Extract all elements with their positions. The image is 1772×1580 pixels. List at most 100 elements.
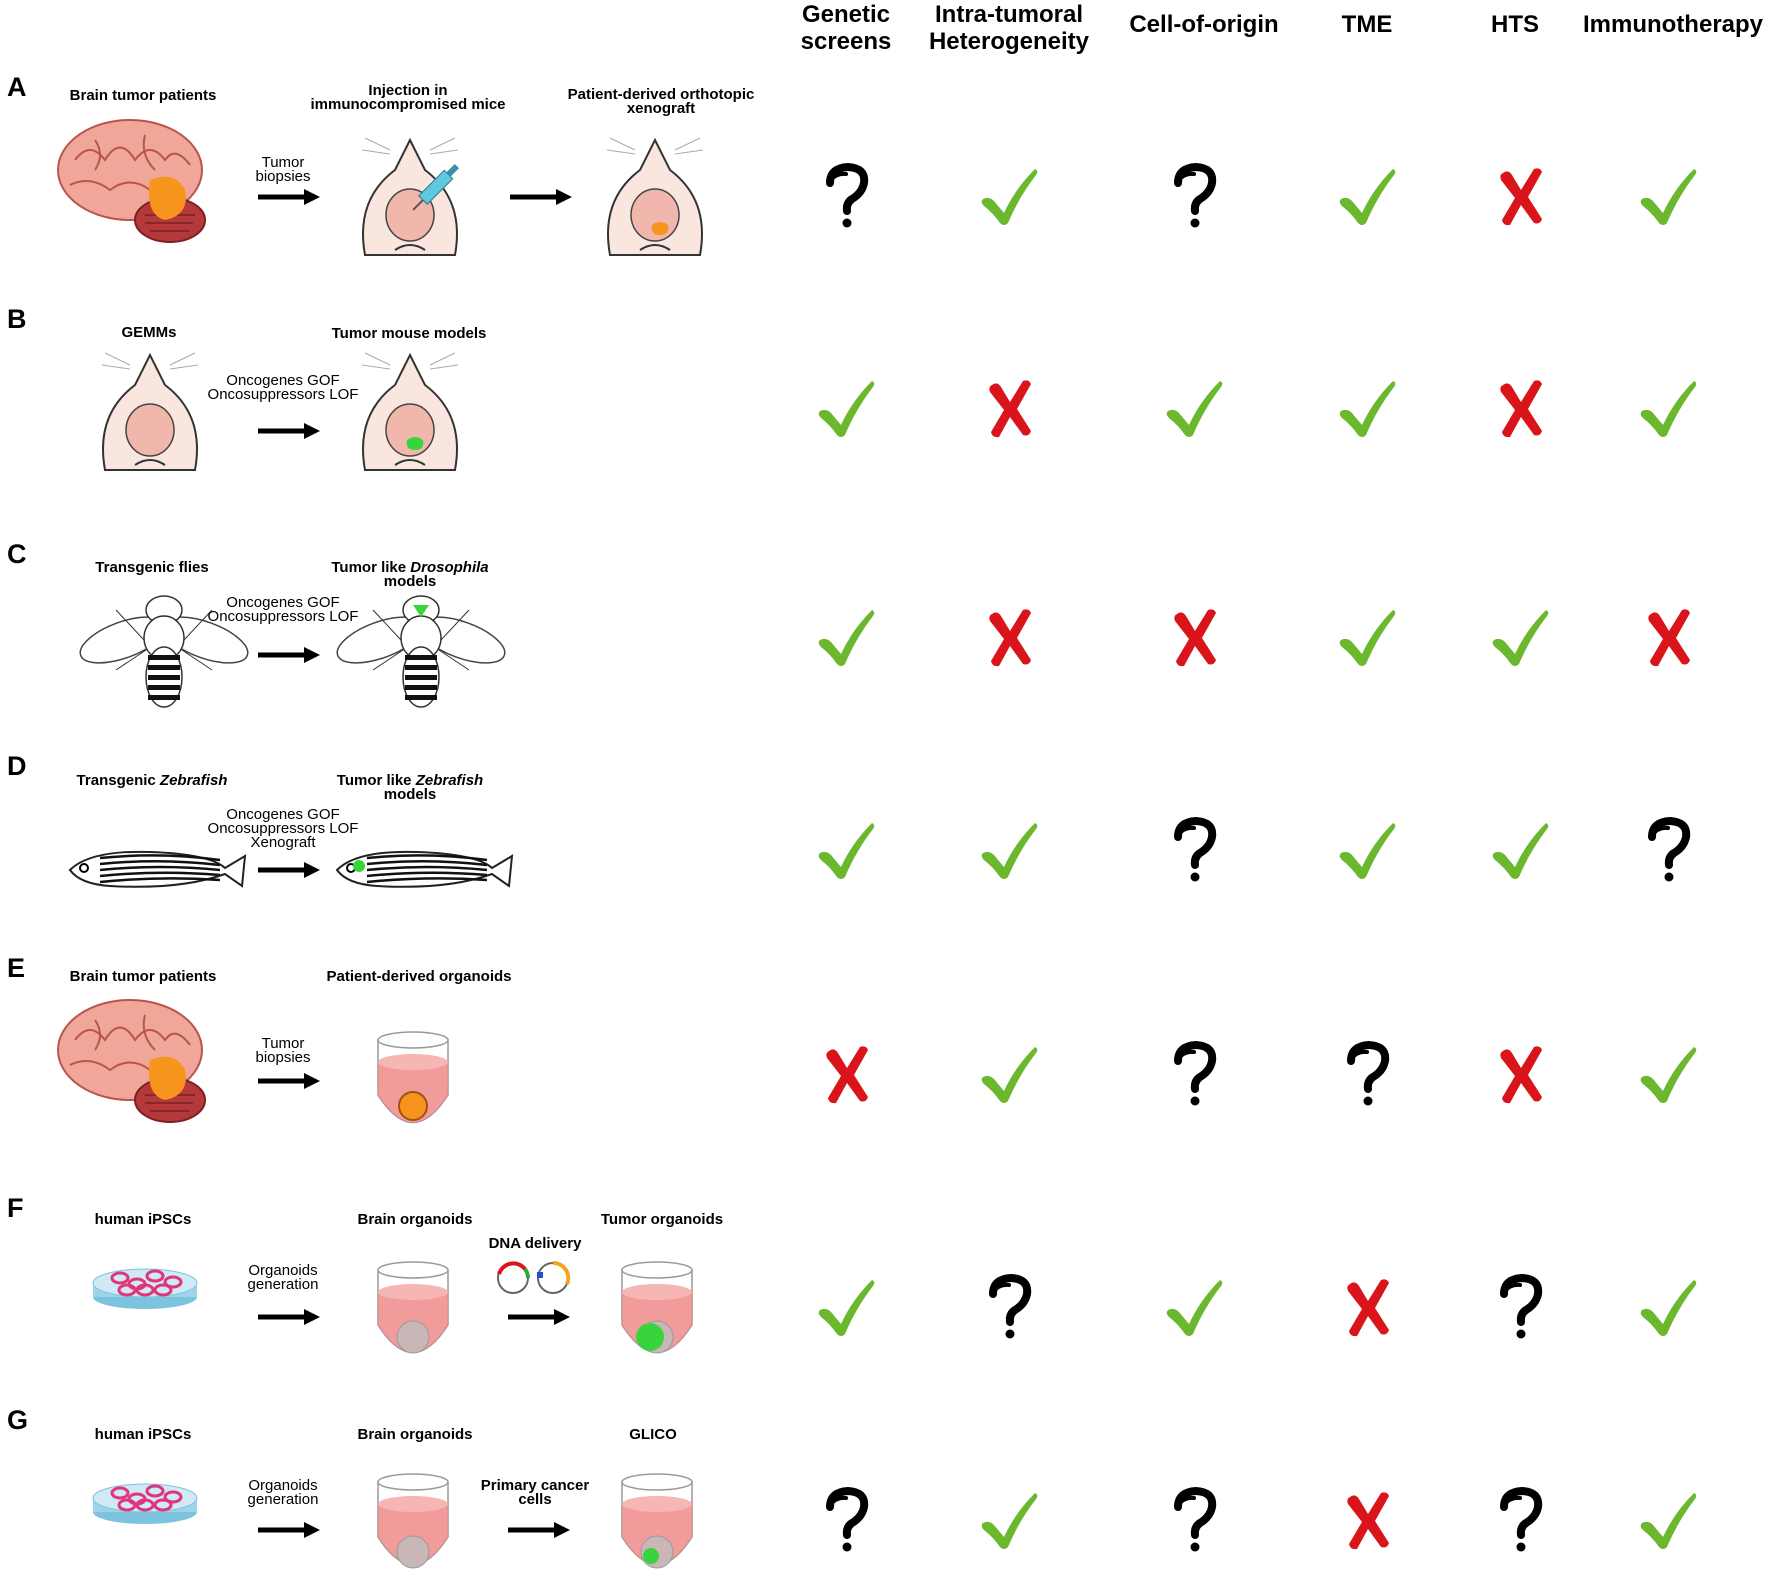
column-header-hts: HTS (1491, 11, 1539, 38)
cross-mark (1638, 604, 1698, 670)
organoid-tube-icon (377, 1261, 449, 1354)
check-mark (1337, 604, 1397, 670)
organoid-tube-icon (377, 1031, 449, 1124)
check-mark (1638, 375, 1698, 441)
check-mark (1490, 604, 1550, 670)
arrow-icon (508, 1522, 570, 1538)
brain-icon (57, 119, 206, 243)
row-letter-g: G (7, 1405, 29, 1435)
label-pdox: Patient-derived orthotopic xenograft (567, 86, 755, 117)
organoid-tube-icon (621, 1261, 693, 1354)
label-injection: Injection in immunocompromised mice (310, 82, 506, 113)
label-glico: GLICO (629, 1426, 677, 1443)
arrow-icon (258, 423, 320, 439)
arrow-label-gof-lof: Oncogenes GOF Oncosuppressors LOF (207, 372, 359, 403)
check-mark (1337, 163, 1397, 229)
row-letter-d: D (7, 751, 27, 781)
check-mark (816, 375, 876, 441)
label-tumor-like-drosophila: Tumor like Drosophila models (331, 559, 489, 590)
check-mark (1638, 1041, 1698, 1107)
arrow-label-gof-lof-xeno: Oncogenes GOF Oncosuppressors LOF Xenogr… (207, 806, 359, 851)
question-mark (1164, 816, 1224, 883)
question-mark (816, 1486, 876, 1553)
row-letter-b: B (7, 304, 27, 334)
organoid-tube-icon (621, 1473, 693, 1569)
check-mark (1337, 375, 1397, 441)
label-brain-organoids-g: Brain organoids (357, 1426, 473, 1443)
arrow-icon (258, 862, 320, 878)
zebrafish-icon (335, 850, 514, 888)
check-mark (979, 1487, 1039, 1553)
check-mark (816, 817, 876, 883)
arrow-label-primary-cancer-cells: Primary cancer cells (480, 1477, 590, 1508)
mouse-icon (101, 352, 199, 471)
arrow-label-tumor-biopsies: Tumor biopsies (255, 154, 311, 185)
label-human-ipscs-g: human iPSCs (94, 1426, 192, 1443)
arrow-label-gof-lof-c: Oncogenes GOF Oncosuppressors LOF (207, 594, 359, 625)
check-mark (1164, 375, 1224, 441)
question-mark (1337, 1040, 1397, 1107)
arrow-label-organoids-generation-f: Organoids generation (247, 1262, 319, 1293)
arrow-label-dna-delivery: DNA delivery (488, 1235, 582, 1252)
petri-dish-icon (92, 1483, 198, 1524)
check-mark (1337, 817, 1397, 883)
label-gemms: GEMMs (121, 324, 177, 341)
question-mark (1490, 1273, 1550, 1340)
cross-mark (1490, 1041, 1550, 1107)
question-mark (979, 1273, 1039, 1340)
column-header-genetic-screens: Genetic screens (800, 1, 892, 55)
check-mark (979, 1041, 1039, 1107)
cross-mark (979, 375, 1039, 441)
cross-mark (816, 1041, 876, 1107)
mouse-icon (361, 137, 460, 256)
cross-mark (1337, 1487, 1397, 1553)
label-human-ipscs-f: human iPSCs (94, 1211, 192, 1228)
label-brain-organoids-f: Brain organoids (357, 1211, 473, 1228)
plasmid-icon (497, 1260, 571, 1294)
organoid-tube-icon (377, 1473, 449, 1569)
arrow-icon (508, 1309, 570, 1325)
fly-icon (336, 595, 506, 708)
arrow-label-organoids-generation-g: Organoids generation (247, 1477, 319, 1508)
label-transgenic-zebrafish: Transgenic Zebrafish (76, 772, 228, 789)
check-mark (979, 163, 1039, 229)
column-header-immunotherapy: Immunotherapy (1582, 11, 1764, 38)
question-mark (1164, 1040, 1224, 1107)
label-tumor-organoids: Tumor organoids (600, 1211, 724, 1228)
zebrafish-icon (68, 850, 247, 888)
arrow-icon (258, 189, 320, 205)
check-mark (1490, 817, 1550, 883)
cross-mark (1337, 1274, 1397, 1340)
cross-mark (979, 604, 1039, 670)
arrow-icon (258, 1522, 320, 1538)
arrow-icon (258, 647, 320, 663)
check-mark (1638, 1487, 1698, 1553)
petri-dish-icon (92, 1268, 198, 1309)
label-tumor-like-zebrafish: Tumor like Zebrafish models (336, 772, 484, 803)
question-mark (1638, 816, 1698, 883)
arrow-icon (258, 1073, 320, 1089)
arrow-icon (258, 1309, 320, 1325)
check-mark (816, 604, 876, 670)
question-mark (1164, 162, 1224, 229)
label-patient-derived-organoids: Patient-derived organoids (326, 968, 512, 985)
brain-icon (57, 999, 206, 1123)
row-letter-a: A (7, 72, 27, 102)
label-tumor-mouse-models: Tumor mouse models (331, 325, 487, 342)
check-mark (1638, 163, 1698, 229)
mouse-icon (361, 352, 459, 471)
label-brain-tumor-patients-e: Brain tumor patients (69, 968, 217, 985)
label-brain-tumor-patients: Brain tumor patients (69, 87, 217, 104)
row-letter-e: E (7, 953, 26, 983)
check-mark (1164, 1274, 1224, 1340)
question-mark (1164, 1486, 1224, 1553)
column-header-cell-of-origin: Cell-of-origin (1129, 11, 1279, 38)
label-transgenic-flies: Transgenic flies (95, 559, 209, 576)
check-mark (979, 817, 1039, 883)
check-mark (1638, 1274, 1698, 1340)
check-mark (816, 1274, 876, 1340)
column-header-heterogeneity: Intra-tumoral Heterogeneity (928, 1, 1090, 55)
cross-mark (1164, 604, 1224, 670)
